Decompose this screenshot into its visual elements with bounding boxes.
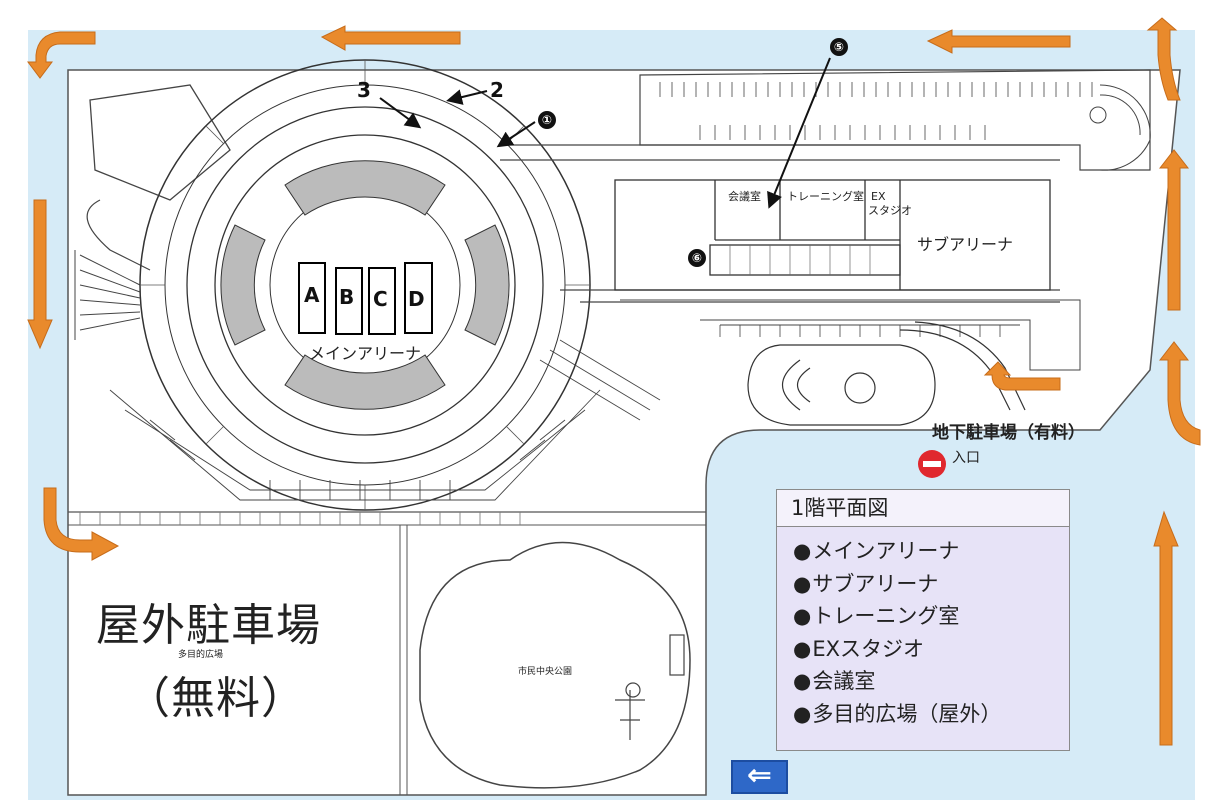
seat-block-c: C (373, 287, 388, 311)
ex-studio-label-1: EX (871, 190, 886, 203)
back-arrow-button[interactable]: ⇐ (731, 760, 788, 794)
entrance-label: 入口 (952, 450, 980, 466)
marker-2: 2 (490, 78, 504, 102)
seat-block-d: D (408, 287, 425, 311)
seat-block-a: A (304, 283, 320, 307)
training-room-label: トレーニング室 (787, 190, 864, 203)
traffic-arrow-icon (27, 17, 1201, 746)
marker-1: ① (538, 111, 556, 129)
marker-3: 3 (357, 78, 371, 102)
legend-item: サブアリーナ (793, 568, 1069, 601)
sub-arena-label: サブアリーナ (917, 235, 1014, 254)
no-entry-icon (918, 450, 946, 478)
legend-item: 会議室 (793, 665, 1069, 698)
legend-item: EXスタジオ (793, 633, 1069, 666)
legend-item: メインアリーナ (793, 535, 1069, 568)
legend-title: 1階平面図 (777, 490, 1069, 527)
legend-list: メインアリーナ サブアリーナ トレーニング室 EXスタジオ 会議室 多目的広場（… (777, 527, 1069, 730)
park-outline (419, 541, 691, 789)
ex-studio-label-2: スタジオ (868, 204, 912, 217)
outdoor-parking-title: 屋外駐車場 (96, 600, 321, 651)
park-label: 市民中央公園 (518, 667, 573, 677)
marker-5: ⑤ (830, 38, 848, 56)
meeting-room-label: 会議室 (728, 190, 761, 203)
main-arena-label: メインアリーナ (309, 344, 422, 363)
underground-parking-label: 地下駐車場（有料） (932, 423, 1085, 443)
legend-item: 多目的広場（屋外） (793, 698, 1069, 731)
legend-box: 1階平面図 メインアリーナ サブアリーナ トレーニング室 EXスタジオ 会議室 … (776, 489, 1070, 751)
legend-item: トレーニング室 (793, 600, 1069, 633)
outdoor-parking-free: （無料） (126, 673, 306, 724)
marker-6: ⑥ (688, 249, 706, 267)
outdoor-parking-sublabel: 多目的広場 (178, 650, 224, 660)
seat-block-b: B (339, 285, 355, 309)
site-ground (67, 69, 1181, 796)
